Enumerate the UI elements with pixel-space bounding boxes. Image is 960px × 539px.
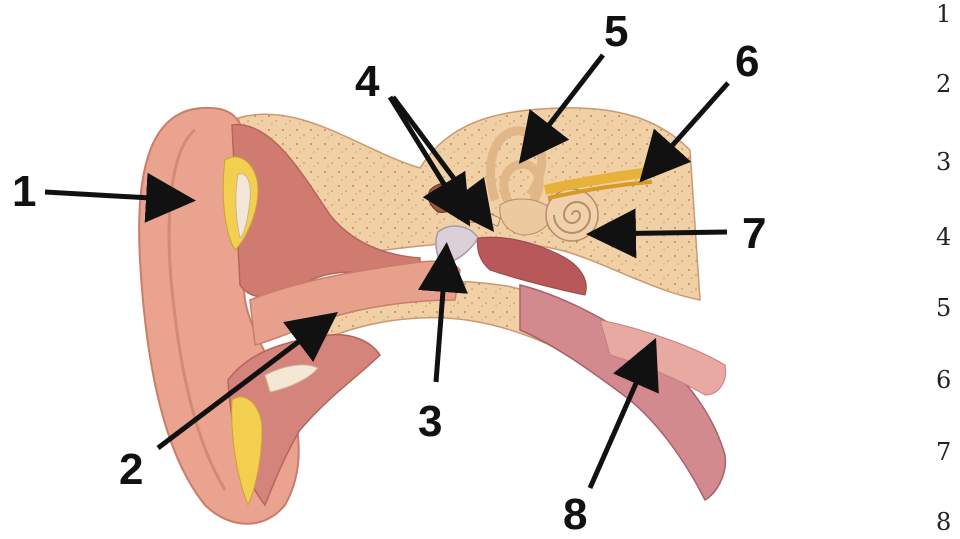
arrow-3 — [436, 252, 446, 382]
arrow-1 — [45, 192, 186, 200]
callout-4: 4 — [355, 60, 379, 104]
arrow-2 — [158, 318, 330, 448]
answer-number-5: 5 — [936, 296, 951, 320]
arrow-7 — [596, 232, 727, 234]
callout-5: 5 — [604, 10, 628, 54]
callout-1: 1 — [12, 170, 36, 214]
callout-7: 7 — [742, 212, 766, 256]
answer-number-6: 6 — [936, 368, 951, 392]
answer-number-7: 7 — [936, 440, 951, 464]
callout-8: 8 — [563, 493, 587, 537]
arrow-4b — [393, 97, 488, 224]
answer-number-1: 1 — [936, 2, 951, 26]
callout-3: 3 — [418, 400, 442, 444]
answer-number-8: 8 — [936, 510, 951, 534]
answer-number-4: 4 — [936, 225, 951, 249]
arrow-6 — [646, 83, 728, 175]
answer-number-2: 2 — [936, 72, 951, 96]
arrow-4a — [390, 97, 465, 218]
arrow-5 — [525, 55, 603, 156]
answer-number-3: 3 — [936, 150, 951, 174]
callout-2: 2 — [119, 448, 143, 492]
arrow-8 — [590, 347, 652, 488]
callout-6: 6 — [735, 40, 759, 84]
